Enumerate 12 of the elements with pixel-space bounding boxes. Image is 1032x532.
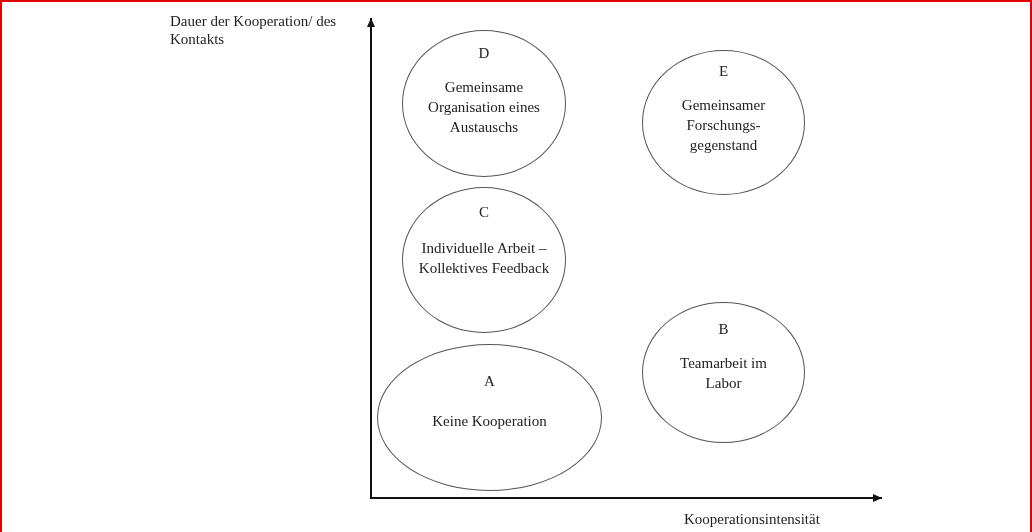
ellipse-letter: D: [478, 44, 490, 63]
ellipse-text: Gemeinsame Organisation eines Austauschs: [427, 78, 541, 137]
ellipse-letter: B: [718, 320, 729, 339]
ellipse-text: Gemeinsamer Forschungs- gegenstand: [680, 96, 767, 155]
ellipse-text: Individuelle Arbeit – Kollektives Feedback: [417, 239, 551, 278]
axis-title: Dauer der Kooperation/ des Kontakts: [170, 12, 338, 48]
ellipse-letter: C: [479, 203, 489, 222]
axis-title: Kooperationsintensität: [684, 510, 820, 528]
ellipse-letter: E: [718, 62, 729, 81]
ellipse-text: Teamarbeit im Labor: [679, 354, 768, 393]
ellipse-letter: A: [484, 372, 495, 391]
ellipse-text: Keine Kooperation: [432, 412, 547, 431]
